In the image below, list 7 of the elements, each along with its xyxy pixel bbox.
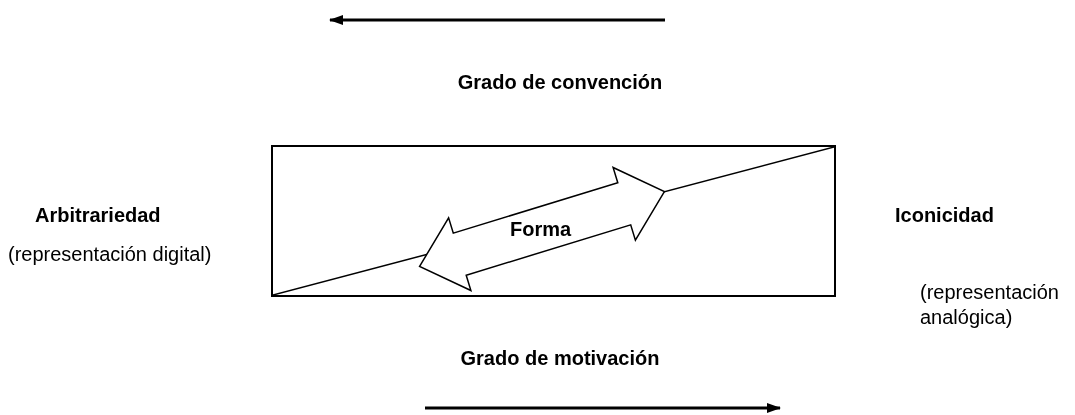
pole-description: (representación analógica) bbox=[920, 280, 1060, 330]
arrow-label: Forma bbox=[510, 217, 572, 242]
pole-label: Arbitrariedad bbox=[35, 203, 162, 228]
axis-title: Grado de motivación bbox=[459, 346, 661, 371]
axis-title: Grado de convención bbox=[456, 70, 664, 95]
pole-description: (representación digital) bbox=[8, 242, 213, 267]
pole-label: Iconicidad bbox=[895, 203, 995, 228]
